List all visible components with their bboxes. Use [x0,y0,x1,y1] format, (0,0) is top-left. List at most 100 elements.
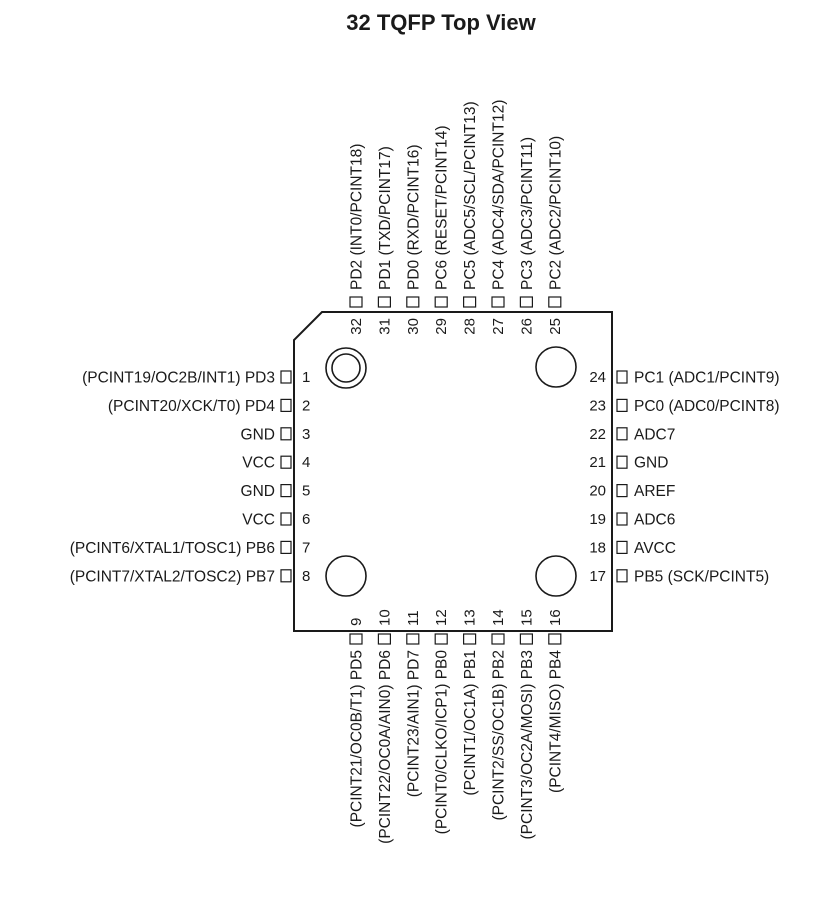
pin-label-3: GND [241,426,275,443]
pin-number-5: 5 [302,483,310,500]
pin-pad-3 [280,427,292,441]
pin-pad-16 [548,633,562,645]
pin-pad-27 [491,296,505,308]
pin-number-18: 18 [589,539,606,556]
pin-number-7: 7 [302,539,310,556]
pins-layer: 1(PCINT19/OC2B/INT1) PD32(PCINT20/XCK/T0… [70,100,780,844]
pin-pad-7 [280,540,292,555]
pin-number-31: 31 [376,318,393,335]
pin-number-32: 32 [348,318,365,335]
pin-label-5: GND [241,483,275,500]
chip-body [293,311,613,632]
pin-label-21: GND [634,455,668,472]
pin-pad-8 [280,569,292,583]
pin-label-11: (PCINT23/AIN1) PD7 [405,650,422,797]
pin-number-13: 13 [462,609,479,626]
pin-label-30: PD0 (RXD/PCINT16) [405,144,422,290]
pin-label-16: (PCINT4/MISO) PB4 [547,650,564,793]
pin-number-25: 25 [547,318,564,335]
pin-number-11: 11 [405,610,422,626]
pin-label-26: PC3 (ADC3/PCINT11) [519,137,536,290]
pin-number-21: 21 [589,454,606,471]
pin-number-27: 27 [490,318,507,335]
pin-number-3: 3 [302,426,310,443]
corner-circle-top-right [535,346,577,388]
pin-number-4: 4 [302,454,310,471]
pin-number-8: 8 [302,568,310,585]
pin-pad-2 [280,398,292,412]
pin-number-26: 26 [518,318,535,335]
pin-pad-29 [434,296,448,308]
pin-number-17: 17 [589,568,606,585]
corner-circle-bottom-right [535,555,577,597]
pin-number-24: 24 [589,369,606,386]
pin-pad-28 [463,296,477,308]
pin-pad-10 [377,633,391,645]
pin-label-10: (PCINT22/OC0A/AIN0) PD6 [377,650,394,844]
pin-pad-5 [280,484,292,498]
pin-label-31: PD1 (TXD/PCINT17) [377,146,394,290]
pin-pad-12 [434,633,448,645]
pin-pad-19 [616,512,628,526]
pin-pad-9 [349,633,363,645]
pin-number-23: 23 [589,397,606,414]
pin-pad-24 [616,370,628,384]
pin-pad-31 [377,296,391,308]
pin-pad-17 [616,569,628,583]
pin-number-6: 6 [302,511,310,528]
pin-label-20: AREF [634,483,675,500]
pin-label-12: (PCINT0/CLKO/ICP1) PB0 [434,650,451,835]
pin-pad-6 [280,512,292,526]
pin-pad-13 [463,633,477,645]
pin-label-22: ADC7 [634,426,675,443]
corner-circle-bottom-left [325,555,367,597]
pin-label-7: (PCINT6/XTAL1/TOSC1) PB6 [70,540,275,557]
pin-number-29: 29 [433,318,450,335]
pin-label-9: (PCINT21/OC0B/T1) PD5 [349,650,366,827]
pin-number-9: 9 [348,618,365,626]
pin-number-22: 22 [589,426,606,443]
pin-label-17: PB5 (SCK/PCINT5) [634,568,769,585]
pin-pad-4 [280,455,292,469]
pin-pad-15 [519,633,534,645]
pin-label-8: (PCINT7/XTAL2/TOSC2) PB7 [70,568,275,585]
pin-label-6: VCC [242,512,275,529]
pin-number-16: 16 [547,609,564,626]
pin-pad-20 [616,484,628,498]
pin-number-30: 30 [405,318,422,335]
pin-label-27: PC4 (ADC4/SDA/PCINT12) [491,100,508,290]
pin-label-29: PC6 (RESET/PCINT14) [434,125,451,290]
pin-pad-30 [406,296,420,308]
pin-pad-21 [616,455,628,469]
pin-label-4: VCC [242,455,275,472]
pin-pad-23 [616,398,628,412]
pin-label-15: (PCINT3/OC2A/MOSI) PB3 [519,650,536,839]
pin-number-15: 15 [518,609,535,626]
pin-pad-26 [519,296,534,308]
pin-label-13: (PCINT1/OC1A) PB1 [462,650,479,796]
pin-number-28: 28 [462,318,479,335]
pin-label-18: AVCC [634,540,676,557]
pin-number-20: 20 [589,483,606,500]
pin-label-32: PD2 (INT0/PCINT18) [349,144,366,290]
pin-pad-11 [406,633,420,645]
diagram-title: 32 TQFP Top View [346,10,536,35]
pin-number-2: 2 [302,397,310,414]
pin-number-19: 19 [589,511,606,528]
pin-number-12: 12 [433,609,450,626]
pin-number-14: 14 [490,609,507,626]
pin-label-14: (PCINT2/SS/OC1B) PB2 [491,650,508,821]
pin-label-19: ADC6 [634,512,675,529]
pin1-marker-inner [331,353,361,383]
pin-label-25: PC2 (ADC2/PCINT10) [547,136,564,290]
pin-pad-14 [491,633,505,645]
pin-pad-1 [280,370,292,384]
pin-pad-32 [349,296,363,308]
pin-label-1: (PCINT19/OC2B/INT1) PD3 [82,370,275,387]
pin-number-10: 10 [376,609,393,626]
pin-label-2: (PCINT20/XCK/T0) PD4 [108,398,275,415]
pin-pad-18 [616,540,628,555]
pin-pad-25 [548,296,562,308]
pin-label-28: PC5 (ADC5/SCL/PCINT13) [462,101,479,290]
